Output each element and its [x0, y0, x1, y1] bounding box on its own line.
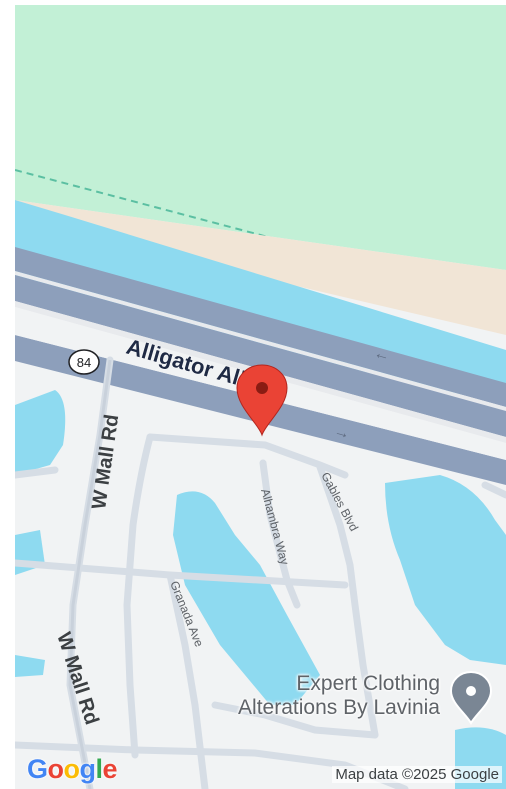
- logo-letter: o: [47, 754, 65, 784]
- park-area: [15, 5, 506, 270]
- highway-lane-middle: [15, 275, 506, 437]
- sand-area: [15, 200, 506, 335]
- highway-shield-icon: [68, 349, 100, 375]
- road-top-local: [146, 433, 349, 479]
- road-bottom-2: [211, 701, 379, 739]
- highway-shield-label: 84: [77, 355, 91, 370]
- logo-letter: o: [63, 754, 81, 784]
- map-canvas[interactable]: ← → 84 Alliga: [15, 5, 506, 789]
- location-marker-icon[interactable]: [236, 364, 288, 437]
- highway-lane-north: [15, 247, 506, 407]
- road-gables-blvd: [316, 463, 379, 739]
- road-loop-west: [123, 433, 154, 759]
- road-alhambra-way: [259, 459, 301, 609]
- lake-bottom-left: [15, 655, 45, 677]
- label-w-mall-rd-bottom: W Mall Rd: [52, 630, 102, 728]
- map-attribution[interactable]: Map data ©2025 Google: [332, 766, 502, 783]
- poi-label[interactable]: Expert Clothing Alterations By Lavinia: [238, 672, 440, 720]
- logo-letter: e: [102, 754, 118, 784]
- poi-label-line2: Alterations By Lavinia: [238, 696, 440, 719]
- road-granada-ave: [166, 571, 209, 789]
- place-pin-icon[interactable]: [449, 670, 493, 725]
- google-logo: Google: [27, 754, 118, 785]
- lake-center: [173, 491, 320, 705]
- lake-right: [385, 475, 506, 665]
- arrow-west-icon: ←: [372, 345, 392, 366]
- arrow-east-icon: →: [332, 423, 352, 444]
- logo-letter: l: [95, 754, 104, 784]
- poi-label-line1: Expert Clothing: [296, 672, 440, 695]
- road-w-mall-inner: [68, 359, 112, 789]
- road-right-edge: [481, 481, 506, 499]
- logo-letter: g: [79, 754, 97, 784]
- logo-letter: G: [27, 754, 48, 784]
- label-alhambra-way: Alhambra Way: [258, 487, 292, 566]
- highway-median: [15, 271, 506, 411]
- road-left-bend: [15, 466, 59, 479]
- lake-left: [15, 390, 66, 475]
